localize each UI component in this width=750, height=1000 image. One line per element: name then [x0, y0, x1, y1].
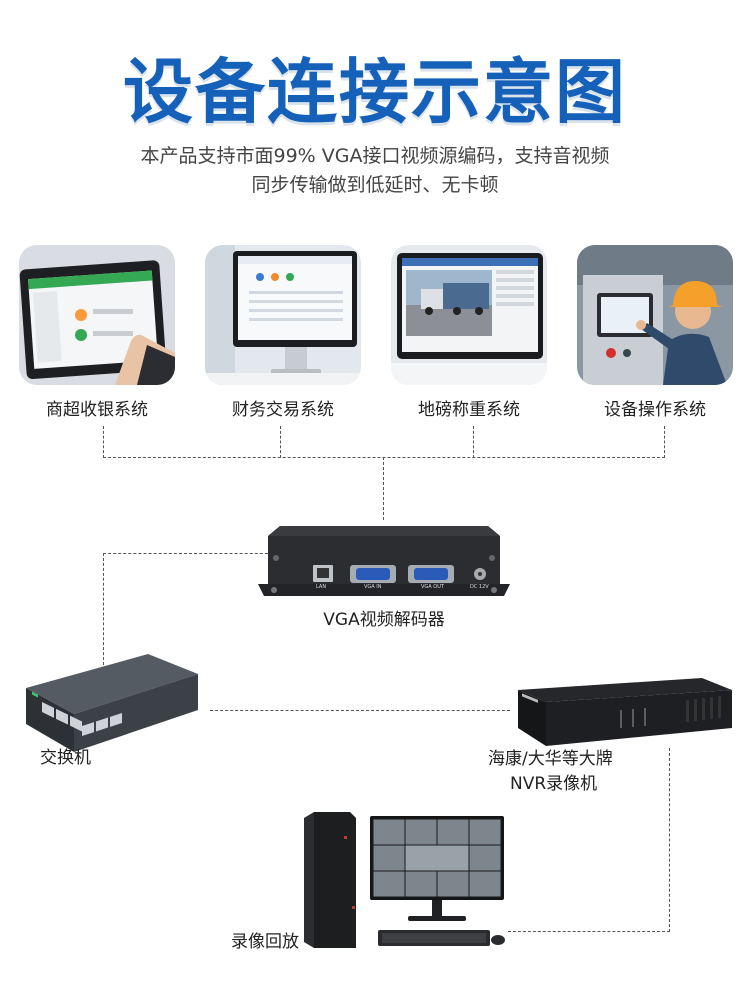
finance-monitor-image — [205, 245, 361, 385]
system-label-weighbridge: 地磅称重系统 — [418, 400, 520, 420]
playback-label: 录像回放 — [231, 932, 299, 952]
nvr-label-line-1: 海康/大华等大牌 — [488, 749, 613, 769]
weighbridge-monitor-icon — [391, 245, 547, 385]
system-label-pos: 商超收银系统 — [46, 400, 148, 420]
subtitle-line-1: 本产品支持市面99% VGA接口视频源编码，支持音视频 — [140, 145, 610, 167]
connector-bus-to-decoder — [383, 457, 384, 520]
vga-decoder-device: LAN VGA IN VGA OUT DC 12V — [258, 520, 510, 600]
port-label-vga-out: VGA OUT — [421, 584, 444, 590]
pos-touchscreen-icon — [19, 245, 175, 385]
connector-switch-to-nvr — [210, 710, 510, 711]
finance-monitor-icon — [205, 245, 361, 385]
industrial-operator-image — [577, 245, 733, 385]
playback-pc-device — [300, 806, 518, 952]
nvr-recorder-device — [516, 676, 734, 748]
port-label-dc: DC 12V — [470, 584, 489, 590]
decoder-label: VGA视频解码器 — [323, 610, 445, 630]
pos-touchscreen-image — [19, 245, 175, 385]
connector-systems-bus — [103, 457, 665, 458]
subtitle-line-2: 同步传输做到低延时、无卡顿 — [251, 174, 499, 196]
port-label-vga-in: VGA IN — [364, 584, 382, 590]
nvr-label-line-2: NVR录像机 — [510, 774, 598, 794]
connector-nvr-down — [669, 748, 670, 932]
switch-label: 交换机 — [40, 748, 91, 768]
connector-nvr-to-playback — [508, 931, 670, 932]
weighbridge-monitor-image — [391, 245, 547, 385]
system-label-finance: 财务交易系统 — [232, 400, 334, 420]
connector-finance-down — [280, 426, 281, 458]
industrial-operator-icon — [577, 245, 733, 385]
connector-equipment-down — [664, 426, 665, 458]
connector-decoder-to-switch-h — [103, 553, 273, 554]
system-label-equipment: 设备操作系统 — [604, 400, 706, 420]
network-switch-device — [18, 652, 200, 756]
page-title: 设备连接示意图 — [123, 51, 627, 133]
connector-decoder-to-switch-v — [103, 553, 104, 665]
connector-pos-down — [103, 426, 104, 458]
port-label-lan: LAN — [316, 584, 327, 590]
connector-weighbridge-down — [473, 426, 474, 458]
